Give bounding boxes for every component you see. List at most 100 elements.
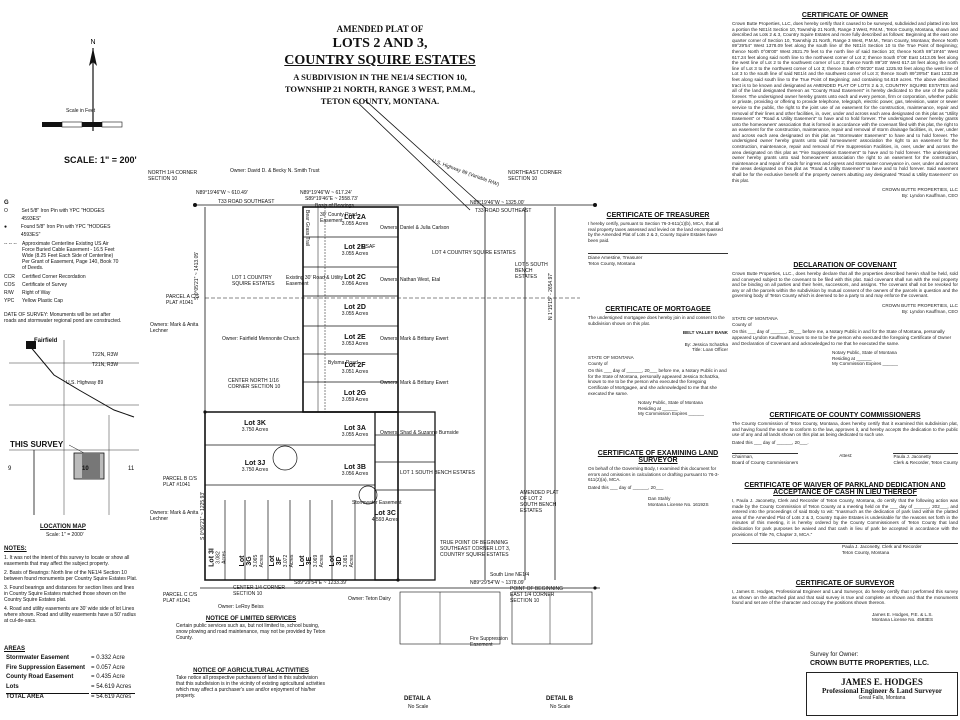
legend-symbol: YPC xyxy=(4,298,15,304)
note-item: 4. Road and utility easements are 30' wi… xyxy=(4,606,136,624)
note-item: 1. It was not the intent of this survey … xyxy=(4,555,130,567)
legend-symbol: ● xyxy=(4,224,8,230)
lot-name: Lot 2F xyxy=(344,362,366,369)
cert-surveyor-heading: CERTIFICATE OF SURVEYOR xyxy=(795,580,895,587)
location-section-9: 9 xyxy=(8,466,12,472)
lot-name: Lot 3G xyxy=(239,555,253,567)
legend-text: Certificate of Survey xyxy=(22,282,68,288)
plat-lot5-right: LOT 5 SOUTH BENCH ESTATES xyxy=(515,262,548,280)
cert-commissioners-chairman: Chairman, Board of County Commissioners xyxy=(732,453,799,465)
lot-acres: 3.072 Acres xyxy=(283,554,295,568)
notice-agricultural-text: Take notice all prospective purchasers o… xyxy=(176,675,325,699)
table-row: Stormwater Easement= 0.332 Acre xyxy=(6,655,135,663)
legend-symbol: -- -- -- xyxy=(4,241,17,247)
plat-owner-right-1: Owners: Daniel & Julia Carlson xyxy=(380,225,450,231)
date-of-survey: DATE OF SURVEY: Monuments will be set af… xyxy=(4,312,122,324)
cert-treasurer: CERTIFICATE OF TREASURER I hereby certif… xyxy=(588,212,728,267)
legend-heading: G xyxy=(4,200,9,206)
title-line-6: TETON COUNTY, MONTANA. xyxy=(320,96,440,106)
plat-parcel-a: PARCEL A C/S PLAT #1041 xyxy=(166,294,200,306)
cert-examining-signer: Dan Stahly Montana License No. 16192S xyxy=(648,496,709,507)
title-block-firm-name: JAMES E. HODGES xyxy=(841,677,923,687)
plat-northeast-corner: NORTHEAST CORNER SECTION 10 xyxy=(508,170,562,182)
legend-text: Found 5/8" Iron Pin with YPC "HODGES 459… xyxy=(20,224,111,238)
notice-limited-services: NOTICE OF LIMITED SERVICES Certain publi… xyxy=(176,616,326,641)
area-label: Lots xyxy=(6,683,19,690)
plat-owner-top: Owner: David D. & Becky N. Smith Trust xyxy=(230,168,320,174)
location-hwy-3: U.S. Highway 89 xyxy=(66,380,104,386)
plat-lot4-right: LOT 4 COUNTRY SQUIRE ESTATES xyxy=(432,250,516,256)
title-line-5: TOWNSHIP 21 NORTH, RANGE 3 WEST, P.M.M., xyxy=(284,84,476,94)
notice-agricultural: NOTICE OF AGRICULTURAL ACTIVITIES Take n… xyxy=(176,668,326,699)
plat-owner-bottom: Owner: LeRoy Beiss xyxy=(218,604,264,610)
legend-symbol: O xyxy=(4,208,8,214)
lot-acres: 3.750 Acres xyxy=(241,427,269,433)
cert-mortgagee-heading: CERTIFICATE OF MORTGAGEE xyxy=(605,306,711,313)
area-label: Fire Suppression Easement xyxy=(6,664,86,671)
cert-examining: CERTIFICATE OF EXAMINING LAND SURVEYOR O… xyxy=(588,450,728,508)
plat-n-line-2: N89°19'46"W ~ 617.24' xyxy=(300,190,352,196)
plat-owner-right-3: Owners: Mark & Brittany Ewert xyxy=(380,336,449,342)
cert-mortgagee-county: County of xyxy=(588,360,608,366)
lot-acres: 3.056 Acres xyxy=(341,281,369,287)
cert-covenant-signer: By: Lyndon Kauffman, CEO xyxy=(901,308,958,314)
plat-south-bearing-2: N89°29'54"W ~ 1378.09' xyxy=(470,580,525,586)
plat-fire-suppression: Fire Suppression Easement xyxy=(470,636,508,648)
cert-covenant-heading: DECLARATION OF COVENANT xyxy=(793,262,897,269)
legend-text: Certified Corner Recordation xyxy=(22,274,86,280)
plat-east-bearing: N 1°15'15" - 2654.97' xyxy=(548,272,554,320)
location-hwy-2: T21N, R3W xyxy=(92,362,119,368)
plat-road-left: T33 ROAD SOUTHEAST xyxy=(218,199,275,205)
cert-commissioners-date: Dated this ___ day of ______, 20___. xyxy=(732,439,809,445)
plat-center-corner: CENTER NORTH 1/16 CORNER SECTION 10 xyxy=(228,378,281,390)
detail-a-noscale: No Scale xyxy=(408,704,429,710)
cert-examining-text: On behalf of the Governing Body, I exami… xyxy=(588,466,719,483)
title-block-firm: JAMES E. HODGES Professional Engineer & … xyxy=(806,672,958,716)
cert-covenant-county: County of xyxy=(732,321,752,327)
lot-name: Lot 3K xyxy=(244,420,266,427)
cert-mortgagee-bank: BELT VALLEY BANK xyxy=(682,330,728,336)
cert-commissioners: CERTIFICATE OF COUNTY COMMISSIONERS The … xyxy=(732,412,958,466)
title-line-3: COUNTRY SQUIRE ESTATES xyxy=(284,53,476,68)
notes-heading: NOTES: xyxy=(4,546,27,552)
area-label: County Road Easement xyxy=(6,674,74,680)
lot-acres: 3.750 Acres xyxy=(241,467,269,473)
cert-commissioners-attest: Attest: xyxy=(839,453,853,459)
lot-name: Lot 3B xyxy=(344,464,366,471)
cert-covenant: DECLARATION OF COVENANT Crown Butte Prop… xyxy=(732,262,958,367)
notice-limited-text: Certain public services such as, but not… xyxy=(176,623,326,641)
plat-parcel-c: PARCEL C C/S PLAT #1041 xyxy=(163,592,198,604)
plat-road-center: Bylsma Road xyxy=(328,360,358,366)
cert-owner-text: Crown Butte Properties, LLC, does hereby… xyxy=(732,21,958,183)
cert-waiver-signer: Paula J. Jaconetty, Clerk and Recorder T… xyxy=(732,543,958,555)
cert-covenant-notary: On this ___ day of ______, 20___ before … xyxy=(732,329,952,346)
lot-acres: 3.081 Acres xyxy=(343,554,355,568)
cert-surveyor-signer: James E. Hodges, P.E. & L.S. Montana Lic… xyxy=(872,611,934,623)
cert-surveyor: CERTIFICATE OF SURVEYOR I, James E. Hodg… xyxy=(732,580,958,623)
cert-mortgagee-state: STATE OF MONTANA xyxy=(588,354,634,360)
scale-feet-label: Scale in Feet xyxy=(66,108,96,114)
plat-west-bearing: S 0°05'21" ~ 1413.05' xyxy=(194,251,200,300)
plat-road-right: T33 ROAD SOUTHEAST xyxy=(475,208,532,214)
cert-covenant-notary-sig: Notary Public, State of Montana Residing… xyxy=(832,350,898,367)
cert-covenant-signer-company: CROWN BUTTE PROPERTIES, LLC xyxy=(882,302,958,308)
table-row: Fire Suppression Easement= 0.057 Acre xyxy=(6,665,135,673)
cert-waiver: CERTIFICATE OF WAIVER OF PARKLAND DEDICA… xyxy=(732,482,958,555)
notice-limited-heading: NOTICE OF LIMITED SERVICES xyxy=(205,616,297,622)
legend-symbol: R/W xyxy=(4,290,14,296)
cert-mortgagee-notary-sig: Notary Public, State of Montana Residing… xyxy=(638,400,704,417)
plat-existing-easement: Existing 30' Road & Utility Easement xyxy=(286,275,344,287)
cert-covenant-state: STATE OF MONTANA xyxy=(732,316,778,322)
area-label: Stormwater Easement xyxy=(6,655,70,661)
cert-covenant-text: Crown Butte Properties, LLC., does hereb… xyxy=(732,271,958,299)
